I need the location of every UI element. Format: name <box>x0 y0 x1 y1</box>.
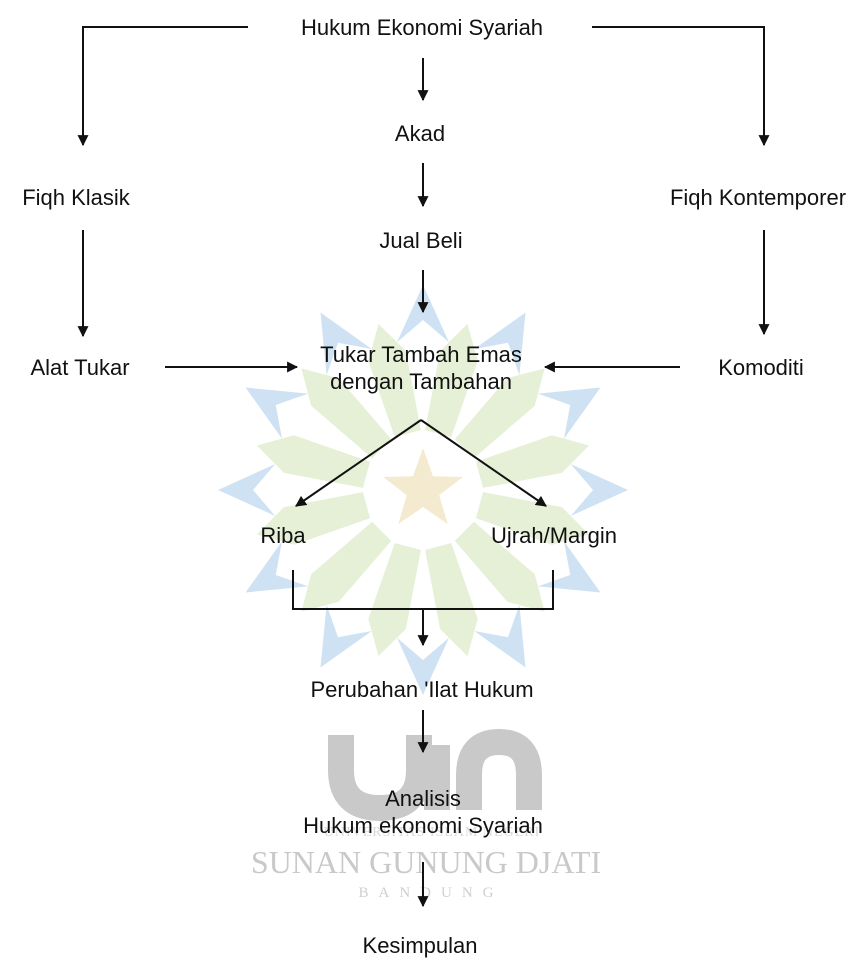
ornament-outer-petal <box>570 464 628 516</box>
node-akad: Akad <box>394 121 446 146</box>
node-alat-tukar: Alat Tukar <box>30 355 130 380</box>
ornament-inner-petal <box>454 368 545 459</box>
arrow-tukar-tambah-to-ujrah <box>420 419 547 507</box>
ornament-star <box>383 448 463 524</box>
ornament-inner-petal <box>368 543 421 657</box>
ornament-inner-petal <box>301 368 392 459</box>
ornament-inner-petal <box>301 521 392 612</box>
ornament-outer-petal <box>474 312 526 376</box>
ornament-outer-petal <box>320 604 372 668</box>
arrow-tukar-tambah-to-riba <box>295 419 422 507</box>
institution-name: SUNAN GUNUNG DJATI <box>251 844 601 880</box>
node-perubahan-illat-hukum: Perubahan 'Ilat Hukum <box>310 677 534 702</box>
node-riba: Riba <box>260 523 306 548</box>
ornament-star-logo <box>218 285 628 695</box>
ornament-outer-petal <box>218 464 276 516</box>
node-analisis-line2: Hukum ekonomi Syariah <box>303 813 543 838</box>
ornament-outer-petal <box>245 541 309 593</box>
ornament-outer-petal <box>397 637 449 695</box>
ornament-inner-petal <box>454 521 545 612</box>
node-analisis-line1: Analisis <box>385 786 461 811</box>
uin-logo-letters <box>328 728 542 822</box>
node-fiqh-klasik: Fiqh Klasik <box>22 185 130 210</box>
university-label: UNIVERSITAS ISLAM NEGERI <box>324 825 541 840</box>
node-fiqh-kontemporer: Fiqh Kontemporer <box>669 185 847 210</box>
ornament-outer-petal <box>245 387 309 439</box>
ornament-outer-petal <box>320 312 372 376</box>
ornament-inner-petal <box>368 323 421 437</box>
ornament-outer-petal <box>474 604 526 668</box>
node-hukum-ekonomi-syariah: Hukum Ekonomi Syariah <box>300 15 544 40</box>
node-kesimpulan: Kesimpulan <box>362 933 478 958</box>
ornament-inner-petal <box>256 492 370 545</box>
ornament-inner-petal <box>476 435 590 488</box>
node-tukar-tambah-line2: dengan Tambahan <box>330 369 512 394</box>
node-tukar-tambah-emas: Tukar Tambah Emas dengan Tambahan <box>320 341 522 395</box>
ornament-inner-petal <box>425 543 478 657</box>
ornament-inner-petal <box>476 492 590 545</box>
node-jual-beli: Jual Beli <box>379 228 463 253</box>
city-label: BANDUNG <box>359 885 504 901</box>
arrow-root-to-fiqh-klasik <box>77 26 248 147</box>
node-analisis: Analisis Hukum ekonomi Syariah <box>303 785 543 839</box>
ornament-inner-petal <box>425 323 478 437</box>
node-ujrah-margin: Ujrah/Margin <box>491 523 617 548</box>
node-komoditi: Komoditi <box>718 355 804 380</box>
ornament-outer-petal <box>537 541 601 593</box>
node-tukar-tambah-line1: Tukar Tambah Emas <box>320 342 522 367</box>
bracket-riba-ujrah <box>292 570 554 610</box>
ornament-outer-petal <box>397 285 449 343</box>
ornament-outer-petal <box>537 387 601 439</box>
arrow-root-to-fiqh-kontemporer <box>592 26 770 147</box>
